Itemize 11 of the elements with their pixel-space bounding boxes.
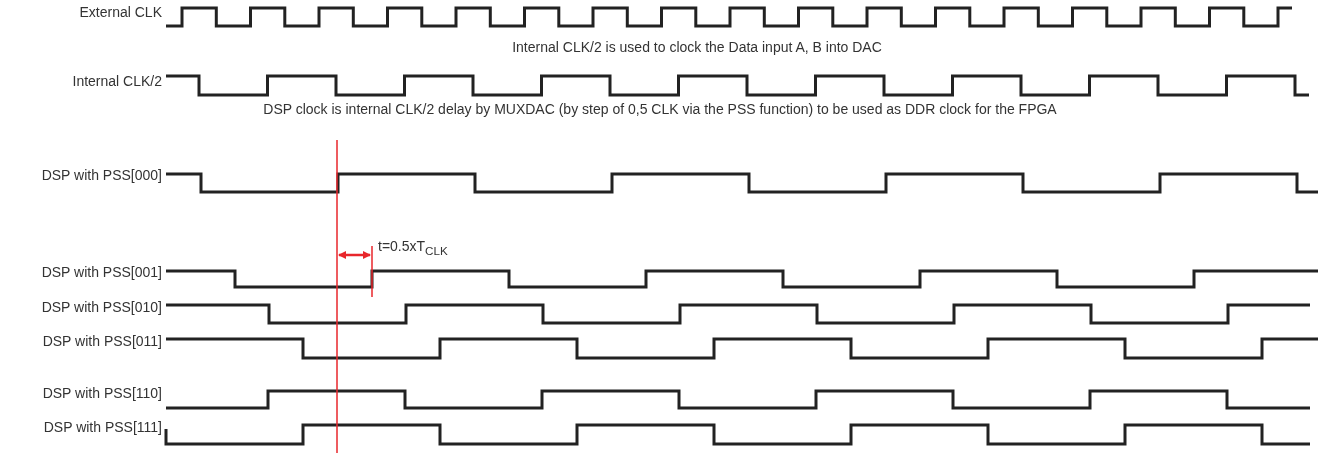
signal-name: DSP with PSS[111] (43, 419, 162, 435)
signal-name: DSP with PSS[000] (41, 167, 162, 183)
annotation-text: Internal CLK/2 is used to clock the Data input A, B into DAC (512, 39, 882, 55)
signal-name: External CLK (79, 4, 162, 20)
signal-name: DSP with PSS[001] (41, 264, 162, 280)
signal-name: DSP with PSS[110] (42, 385, 162, 401)
dimension-label: t=0.5xT$_{CLK}$ (378, 238, 448, 259)
signal-name: Internal CLK/2 (72, 73, 162, 89)
annotation-text: DSP clock is internal CLK/2 delay by MUXDAC (by step of 0,5 CLK via the PSS function) to be used as DDR clock for the FPGA (263, 101, 1057, 117)
signal-name: DSP with PSS[010] (41, 299, 162, 315)
signal-name: DSP with PSS[011] (42, 333, 162, 349)
